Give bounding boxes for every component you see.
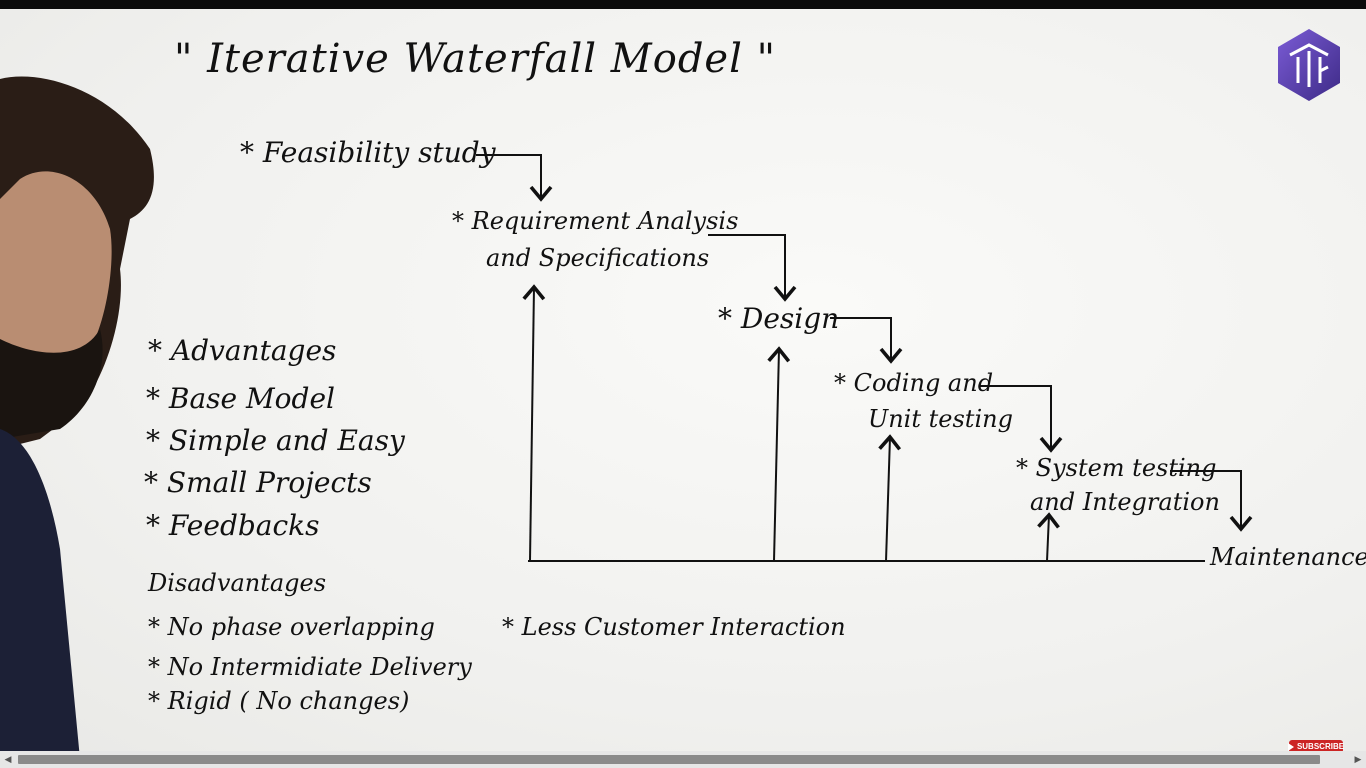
scroll-right-arrow-icon[interactable]: ▶	[1354, 754, 1362, 765]
phase-requirement-analysis-line2: and Specifications	[486, 244, 710, 272]
channel-logo-icon	[1278, 29, 1340, 101]
disadvantage-item: * Rigid ( No changes)	[148, 687, 410, 715]
advantage-item: * Base Model	[146, 382, 335, 415]
play-icon	[1287, 742, 1294, 751]
disadvantage-extra-item: * Less Customer Interaction	[502, 613, 846, 641]
disadvantage-item: * No Intermidiate Delivery	[148, 653, 472, 681]
horizontal-scrollbar[interactable]: ◀ ▶	[0, 751, 1366, 768]
subscribe-button[interactable]: SUBSCRIBE	[1287, 740, 1345, 751]
whiteboard: " Iterative Waterfall Model " * Feasibil…	[0, 9, 1366, 751]
advantage-item: * Simple and Easy	[146, 424, 405, 457]
phase-design: * Design	[718, 302, 840, 335]
scroll-left-arrow-icon[interactable]: ◀	[4, 754, 12, 765]
phase-maintenance: Maintenance	[1210, 543, 1366, 571]
phase-coding-line2: Unit testing	[868, 405, 1013, 433]
phase-coding-line1: * Coding and	[834, 369, 994, 397]
scrollbar-thumb[interactable]	[18, 755, 1320, 764]
phase-system-testing-line2: and Integration	[1030, 488, 1220, 516]
phase-feasibility-study: * Feasibility study	[240, 136, 496, 169]
top-letterbox-bar	[0, 0, 1366, 9]
presenter	[0, 76, 154, 751]
advantage-item: * Small Projects	[144, 466, 372, 499]
advantage-item: * Feedbacks	[146, 509, 320, 542]
disadvantages-heading: Disadvantages	[148, 569, 327, 597]
phase-requirement-analysis-line1: * Requirement Analysis	[452, 207, 739, 235]
diagram-title: " Iterative Waterfall Model "	[174, 36, 777, 82]
subscribe-label: SUBSCRIBE	[1296, 742, 1345, 751]
advantages-heading: * Advantages	[148, 334, 337, 367]
phase-system-testing-line1: * System testing	[1016, 454, 1217, 482]
disadvantage-item: * No phase overlapping	[148, 613, 435, 641]
